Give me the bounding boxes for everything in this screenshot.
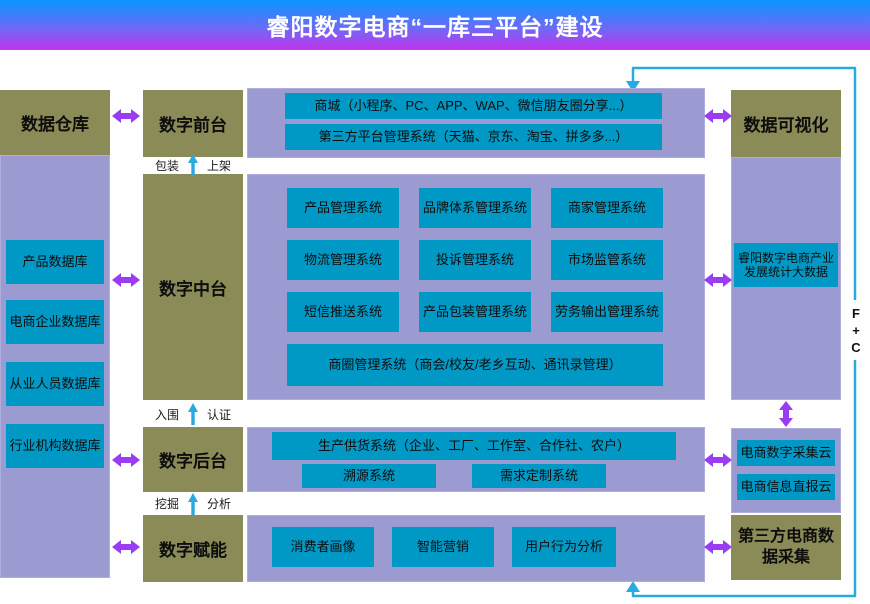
system-box: 品牌体系管理系统 xyxy=(419,188,531,228)
stage-back: 数字后台 xyxy=(143,427,243,492)
vertical-double-arrow-icon xyxy=(779,401,793,427)
bigdata-box: 睿阳数字电商产业发展统计大数据 xyxy=(734,243,838,287)
double-arrow-icon xyxy=(112,273,140,287)
up-arrow-icon xyxy=(188,492,198,515)
supply-system-box: 生产供货系统（企业、工厂、工作室、合作社、农户） xyxy=(272,432,676,460)
report-cloud-box: 电商信息直报云 xyxy=(737,474,835,500)
double-arrow-icon xyxy=(112,109,140,123)
db-box: 从业人员数据库 xyxy=(6,362,104,406)
thirdparty-collection-header: 第三方电商数据采集 xyxy=(731,515,841,580)
smart-marketing-box: 智能营销 xyxy=(392,527,494,567)
system-box: 市场监管系统 xyxy=(551,240,663,280)
up-arrow-icon xyxy=(188,403,198,425)
gap-label-shortlist-certify: 入围 认证 xyxy=(143,403,243,425)
double-arrow-icon xyxy=(112,453,140,467)
demand-system-box: 需求定制系统 xyxy=(472,464,606,488)
system-box: 产品管理系统 xyxy=(287,188,399,228)
system-box: 投诉管理系统 xyxy=(419,240,531,280)
up-arrowhead-icon xyxy=(626,581,640,592)
double-arrow-icon xyxy=(704,273,732,287)
page-title: 睿阳数字电商“一库三平台”建设 xyxy=(266,14,604,40)
collect-cloud-box: 电商数字采集云 xyxy=(737,440,835,466)
db-box: 产品数据库 xyxy=(6,240,104,284)
mall-box: 商城（小程序、PC、APP、WAP、微信朋友圈分享...） xyxy=(285,93,662,119)
db-box: 电商企业数据库 xyxy=(6,300,104,344)
data-visualization-header: 数据可视化 xyxy=(731,90,841,157)
db-box: 行业机构数据库 xyxy=(6,424,104,468)
stage-middle: 数字中台 xyxy=(143,174,243,400)
stage-front: 数字前台 xyxy=(143,90,243,157)
system-box: 短信推送系统 xyxy=(287,292,399,332)
double-arrow-icon xyxy=(704,109,732,123)
gap-label-package-launch: 包装 上架 xyxy=(143,154,243,176)
data-warehouse-header: 数据仓库 xyxy=(0,90,110,155)
fc-label: F + C xyxy=(851,306,861,355)
double-arrow-icon xyxy=(704,453,732,467)
thirdparty-platform-box: 第三方平台管理系统（天猫、京东、淘宝、拼多多...） xyxy=(285,124,662,150)
trace-system-box: 溯源系统 xyxy=(302,464,436,488)
up-arrow-icon xyxy=(188,154,198,176)
behavior-analysis-box: 用户行为分析 xyxy=(512,527,616,567)
stage-empower: 数字赋能 xyxy=(143,515,243,582)
title-bar: 睿阳数字电商“一库三平台”建设 xyxy=(0,0,870,50)
system-box: 产品包装管理系统 xyxy=(419,292,531,332)
business-circle-box: 商圈管理系统（商会/校友/老乡互动、通讯录管理） xyxy=(287,344,663,386)
system-box: 商家管理系统 xyxy=(551,188,663,228)
consumer-profile-box: 消费者画像 xyxy=(272,527,374,567)
gap-label-mine-analyze: 挖掘 分析 xyxy=(143,492,243,515)
double-arrow-icon xyxy=(112,540,140,554)
system-box: 物流管理系统 xyxy=(287,240,399,280)
system-box: 劳务输出管理系统 xyxy=(551,292,663,332)
double-arrow-icon xyxy=(704,540,732,554)
